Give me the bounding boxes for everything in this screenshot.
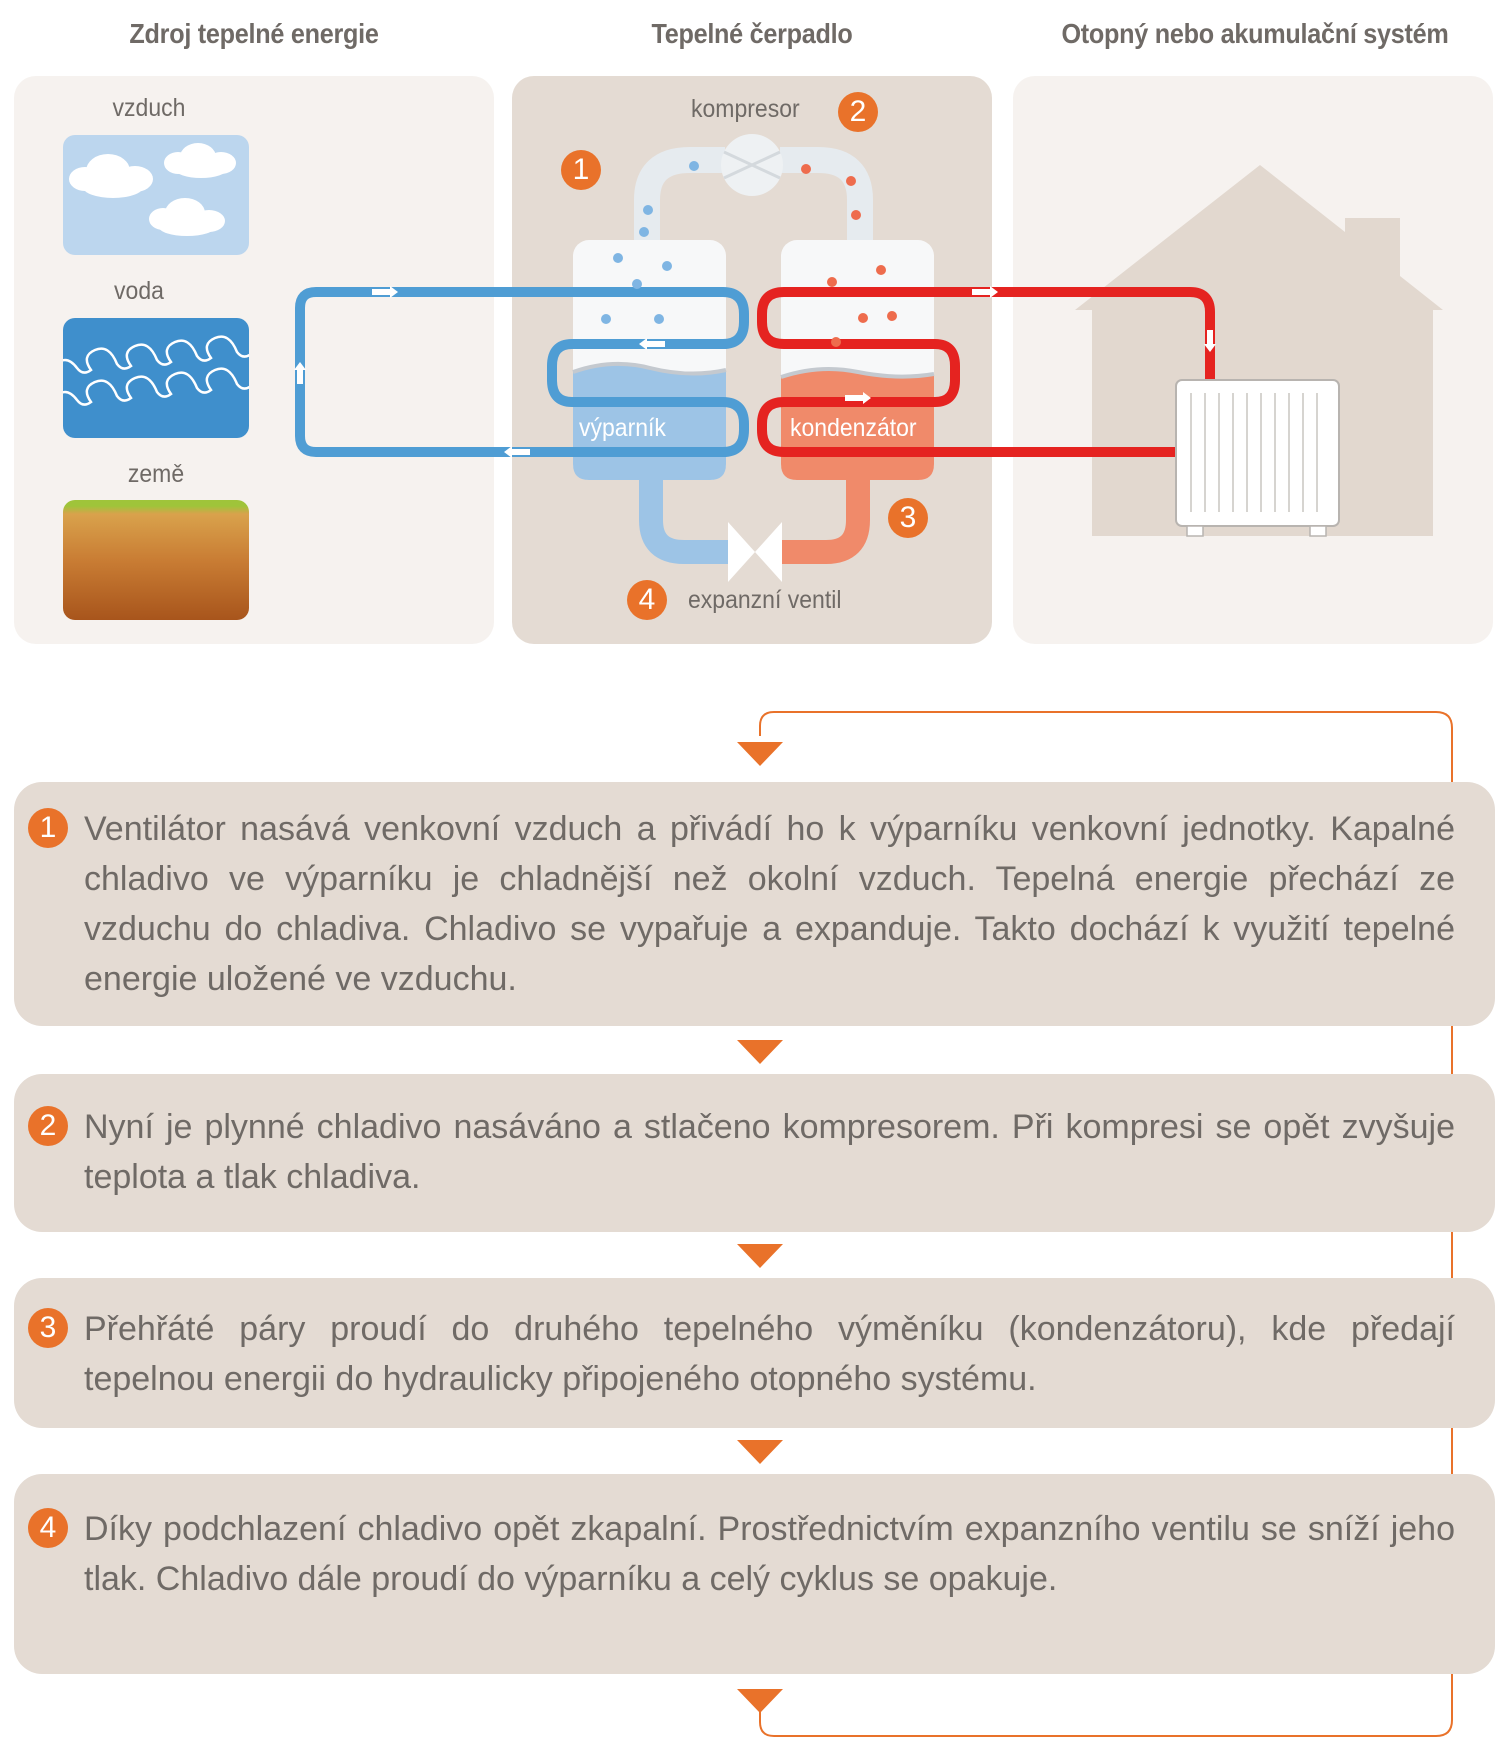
flow-arrow-1 [737, 742, 783, 766]
evaporator-outlet-pipe [639, 480, 728, 564]
step-3: 3 Přehřáté páry proudí do druhého tepeln… [14, 1278, 1495, 1428]
step-4-number: 4 [28, 1508, 68, 1548]
source-label-air: vzduch [112, 94, 186, 122]
flow-arrow-4 [737, 1440, 783, 1464]
heat-pump-diagram [294, 134, 1443, 582]
radiator-icon [1175, 379, 1340, 537]
flow-arrow-5 [737, 1689, 783, 1713]
step-3-text: Přehřáté páry proudí do druhého tepelnéh… [84, 1310, 1455, 1398]
house-icon [1075, 165, 1443, 536]
compressor-outlet-pipe [780, 147, 873, 248]
flow-arrow-2 [737, 1040, 783, 1064]
step-1-text: Ventilátor nasává venkovní vzduch a přiv… [84, 810, 1455, 998]
compressor-inlet-pipe [634, 147, 725, 248]
badge-2: 2 [838, 92, 878, 132]
badge-4: 4 [627, 580, 667, 620]
expansion-valve-icon [728, 522, 782, 582]
waves-icon [63, 318, 249, 438]
step-1: 1 Ventilátor nasává venkovní vzduch a př… [14, 782, 1495, 1026]
step-4: 4 Díky podchlazení chladivo opět zkapaln… [14, 1474, 1495, 1674]
step-2-number: 2 [28, 1106, 68, 1146]
source-column-title: Zdroj tepelné energie [129, 18, 379, 49]
badge-1: 1 [561, 150, 601, 190]
ground-icon [63, 500, 249, 620]
hot-loop-pipe [757, 287, 1215, 457]
badge-3: 3 [888, 498, 928, 538]
flow-arrow-3 [737, 1244, 783, 1268]
heating-column-title: Otopný nebo akumulační systém [1061, 18, 1449, 49]
cold-loop-pipe [295, 287, 749, 457]
step-3-number: 3 [28, 1308, 68, 1348]
valve-label: expanzní ventil [688, 586, 842, 614]
evaporator-label: výparník [579, 414, 666, 442]
compressor-label: kompresor [691, 95, 800, 123]
condenser-label: kondenzátor [790, 414, 917, 442]
heat-pump-column-title: Tepelné čerpadlo [651, 18, 853, 49]
source-label-water: voda [114, 277, 164, 305]
clouds-icon [63, 135, 249, 255]
condenser-outlet-pipe [782, 480, 870, 564]
step-4-text: Díky podchlazení chladivo opět zkapalní.… [84, 1510, 1455, 1598]
step-2: 2 Nyní je plynné chladivo nasáváno a stl… [14, 1074, 1495, 1232]
step-1-number: 1 [28, 808, 68, 848]
source-label-ground: země [127, 460, 185, 488]
step-2-text: Nyní je plynné chladivo nasáváno a stlač… [84, 1108, 1455, 1196]
